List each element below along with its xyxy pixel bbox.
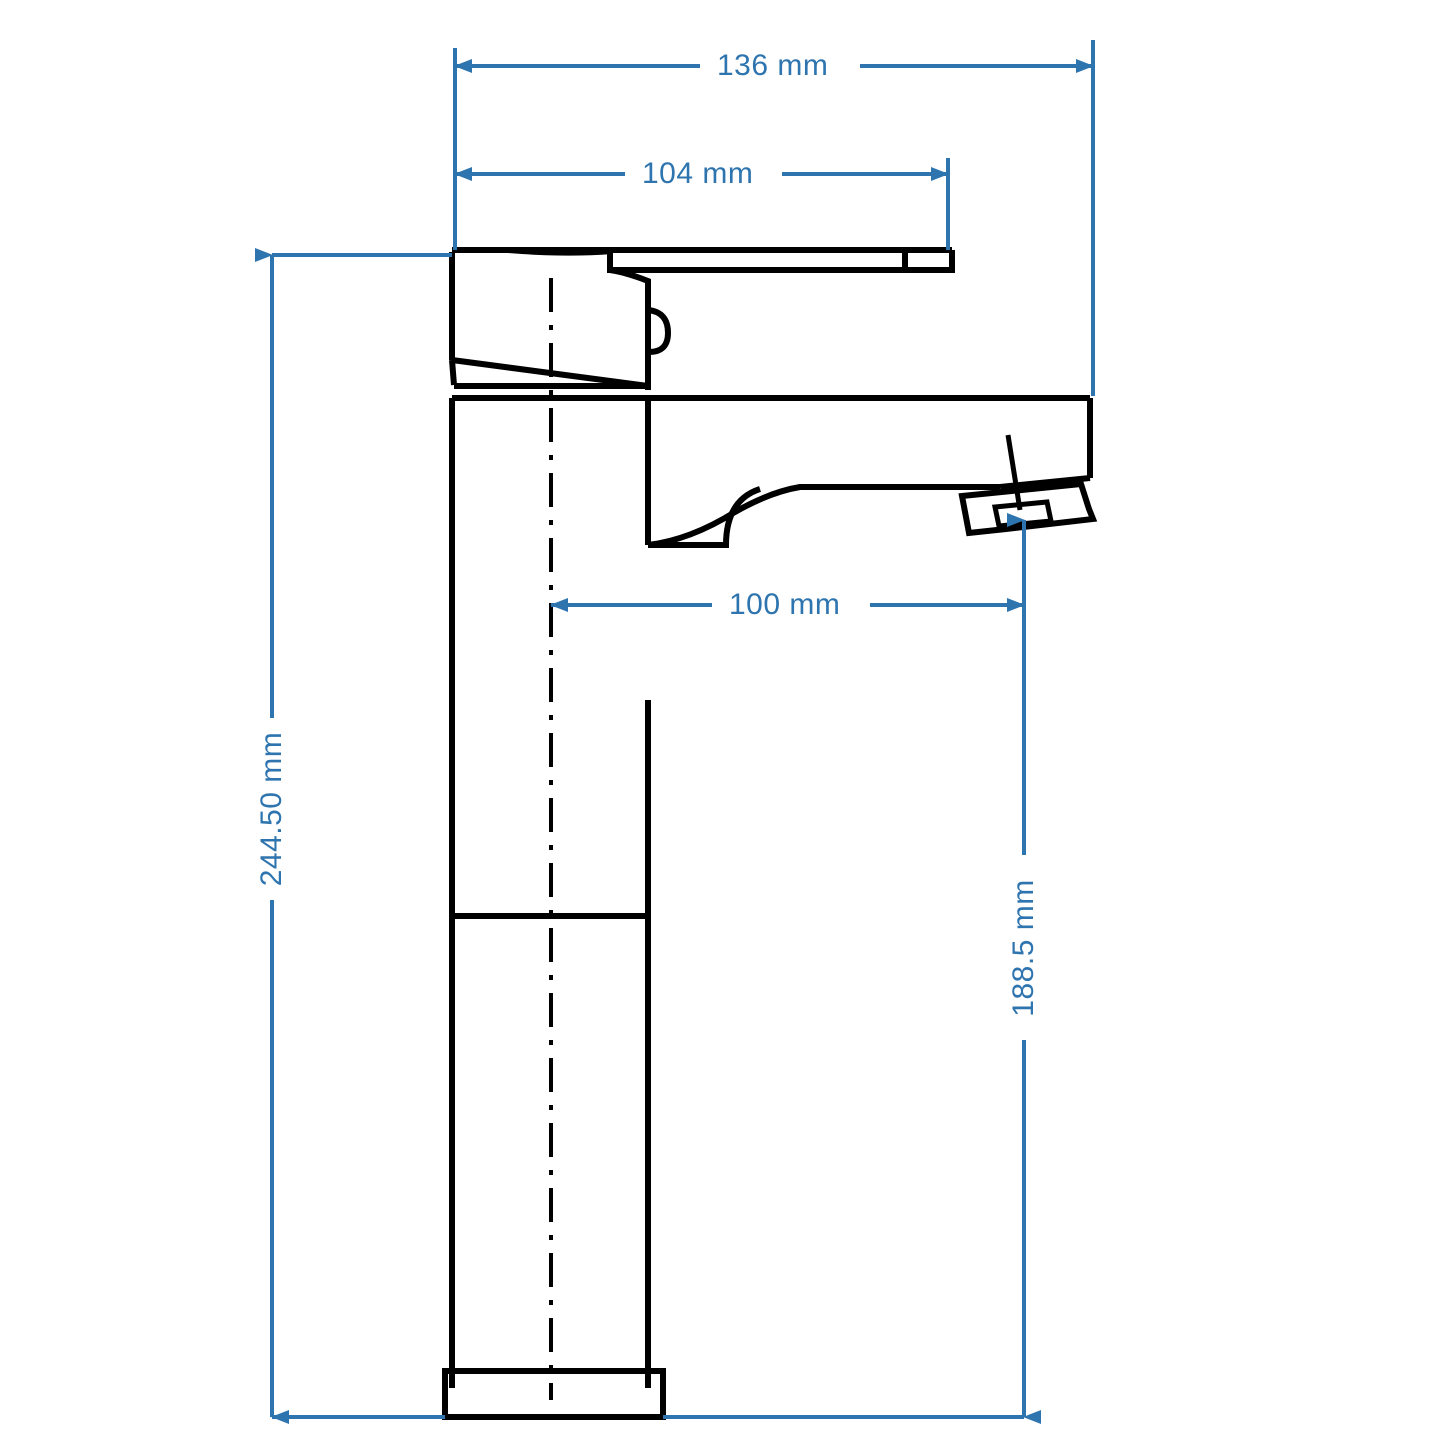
spout-underside-sweep (647, 484, 1000, 548)
dimension-label-104mm: 104 mm (632, 157, 764, 191)
faucet-outline-group (442, 247, 1098, 1420)
spout-inner-fillet (648, 486, 762, 548)
cartridge-housing-chamfer (449, 359, 457, 386)
dimension-lines-group (255, 40, 1095, 1424)
base-escutcheon (442, 1368, 666, 1420)
handle-plate-top-highlight (496, 248, 613, 256)
aerator-tick-line (1005, 434, 1023, 511)
lever-handle-underside-curve (609, 267, 651, 284)
index-button-icon (647, 307, 672, 355)
dimension-label-188-5mm: 188.5 mm (1007, 869, 1041, 1027)
aerator-outlet-face (991, 499, 1055, 529)
dimension-label-244-50mm: 244.50 mm (255, 721, 289, 897)
lever-handle-body (607, 250, 955, 273)
dimension-label-100mm: 100 mm (719, 588, 851, 622)
aerator-housing (958, 480, 1098, 537)
dimension-label-136mm: 136 mm (707, 49, 839, 83)
